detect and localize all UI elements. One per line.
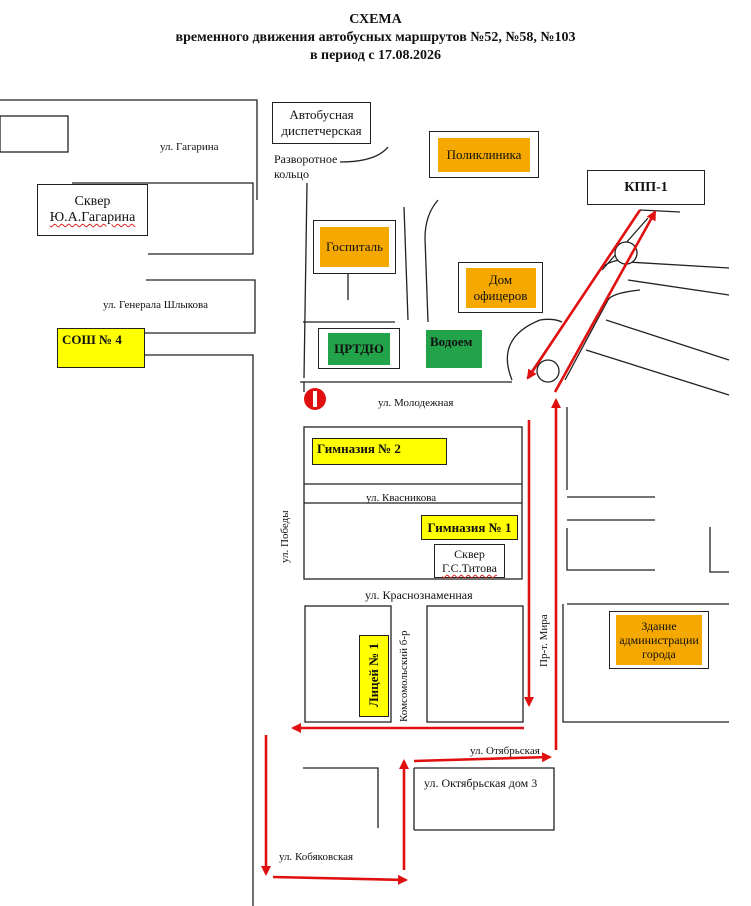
street-mira: Пр-т. Мира xyxy=(538,614,550,667)
lyceum1-box: Лицей № 1 xyxy=(359,635,389,717)
admin-building-box: Здание администрации города xyxy=(609,611,709,669)
bus-dispatch-box: Автобусная диспетчерская xyxy=(272,102,371,144)
officers-house-label-1: Дом xyxy=(488,271,513,287)
square-titov-label-2: Г.С.Титова xyxy=(442,561,497,575)
admin-building-label: Здание администрации города xyxy=(616,615,702,665)
admin-building-label-2: администрации xyxy=(619,633,699,647)
gymnasium1-box: Гимназия № 1 xyxy=(421,515,518,540)
school4-box: СОШ № 4 xyxy=(57,328,145,368)
square-gagarin-label-2: Ю.А.Гагарина xyxy=(49,210,136,225)
title-line-3: в период с 17.08.2026 xyxy=(309,48,442,63)
admin-building-label-1: Здание xyxy=(641,619,677,633)
reservoir-label: Водоем xyxy=(430,334,473,349)
street-krasnoznamennaya: ул. Краснознаменная xyxy=(365,588,473,602)
officers-house-box: Дом офицеров xyxy=(458,262,543,313)
street-molodezhnaya: ул. Молодежная xyxy=(378,397,454,409)
street-gagarina: ул. Гагарина xyxy=(160,141,219,153)
polyclinic-box: Поликлиника xyxy=(429,131,539,178)
no-entry-sign xyxy=(304,388,326,410)
oktyabrskaya3-label: ул. Октябрьская дом 3 xyxy=(424,776,538,790)
route-arrow xyxy=(413,752,552,763)
bus-route xyxy=(261,209,657,885)
gymnasium2-box: Гимназия № 2 xyxy=(312,438,447,465)
street-kvasnikova: ул. Квасникова xyxy=(366,492,437,504)
square-titov-box: Сквер Г.С.Титова xyxy=(434,544,505,578)
polyclinic-label: Поликлиника xyxy=(438,137,530,172)
reservoir-box: Водоем xyxy=(426,330,482,368)
street-oktyabrskaya: ул. Отябрьская xyxy=(470,745,540,757)
crtdu-box: ЦРТДЮ xyxy=(318,328,400,369)
hospital-box: Госпиталь xyxy=(313,220,396,274)
kpp-label: КПП-1 xyxy=(624,179,668,195)
title-line-2: временного движения автобусных маршрутов… xyxy=(175,30,576,45)
turnaround-label: Разворотное кольцо xyxy=(274,152,338,181)
road-edges xyxy=(0,99,730,906)
officers-house-label-2: офицеров xyxy=(473,287,528,303)
gymnasium1-label: Гимназия № 1 xyxy=(427,519,512,535)
lyceum1-label: Лицей № 1 xyxy=(366,643,381,707)
square-gagarin-label-1: Сквер xyxy=(74,194,111,209)
officers-house-label: Дом офицеров xyxy=(465,267,536,308)
street-pobedy: ул. Победы xyxy=(279,510,291,563)
street-kobyakovskaya: ул. Кобяковская xyxy=(279,851,354,863)
street-komsomolsky: Комсомольский б-р xyxy=(398,630,410,722)
hospital-label: Госпиталь xyxy=(320,227,389,267)
route-arrow xyxy=(526,209,642,380)
admin-building-label-3: города xyxy=(642,647,676,661)
gymnasium2-label: Гимназия № 2 xyxy=(317,441,401,456)
street-shlykova: ул. Генерала Шлыкова xyxy=(103,299,208,311)
route-arrow xyxy=(272,874,408,885)
crtdu-label: ЦРТДЮ xyxy=(328,332,390,365)
route-arrow xyxy=(553,210,657,393)
roundabout-lower xyxy=(536,359,560,383)
bus-dispatch-label: Автобусная диспетчерская xyxy=(281,107,362,138)
school4-label: СОШ № 4 xyxy=(62,332,122,347)
square-gagarin-box: Сквер Ю.А.Гагарина xyxy=(37,184,148,236)
kpp-box: КПП-1 xyxy=(587,170,705,205)
title-line-1: СХЕМА xyxy=(349,12,402,27)
square-titov-label-1: Сквер xyxy=(454,547,485,561)
